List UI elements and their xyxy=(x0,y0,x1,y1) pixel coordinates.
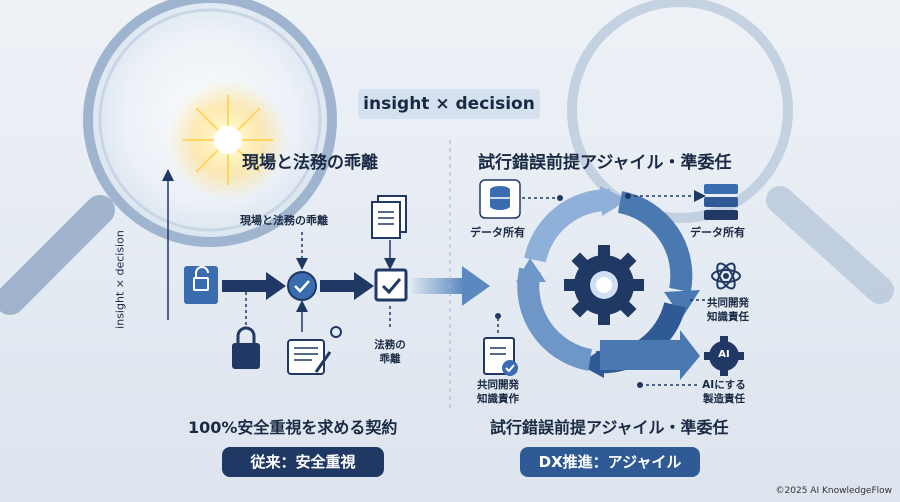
lock-icon xyxy=(232,326,260,369)
transition-arrow xyxy=(412,266,490,306)
sun-icon xyxy=(168,80,288,200)
right-bottom-heading: 試行錯誤前提アジャイル・準委任 xyxy=(490,418,729,437)
flow-arrow-1 xyxy=(222,272,286,300)
left-sub-label: 現場と法務の乖離 xyxy=(240,214,328,227)
left-doc-label-line2: 乖離 xyxy=(379,353,401,365)
gear-icon xyxy=(564,245,644,325)
ai-label-line2: 製造責任 xyxy=(703,393,745,405)
copyright-footer: ©2025 AI KnowledgeFlow xyxy=(775,486,892,496)
flow-arrow-2 xyxy=(320,272,374,300)
collab-right-label: 共同開発 知識責任 xyxy=(698,296,758,324)
left-bottom-heading: 100%安全重視を求める契約 xyxy=(188,418,398,437)
data-owner-left-label: データ所有 xyxy=(470,226,525,239)
collab-right-line1: 共同開発 xyxy=(707,297,749,309)
ai-gear-icon xyxy=(704,336,744,376)
left-doc-label-line1: 法務の xyxy=(374,339,406,351)
right-heading: 試行錯誤前提アジャイル・準委任 xyxy=(478,153,732,173)
left-doc-label: 法務の 乖離 xyxy=(370,338,410,366)
vertical-axis-label: insight × decision xyxy=(113,230,127,329)
ai-badge-text: AI xyxy=(718,349,730,360)
ai-responsibility-label: AIにする 製造責任 xyxy=(694,378,754,406)
data-owner-right-label: データ所有 xyxy=(690,226,745,239)
collab-left-line2: 知識責作 xyxy=(477,393,519,405)
checkbox-icon xyxy=(374,268,408,302)
left-heading: 現場と法務の乖離 xyxy=(242,153,378,173)
contract-scroll-icon xyxy=(287,326,342,375)
collab-right-line2: 知識責任 xyxy=(707,311,749,323)
atom-icon xyxy=(711,262,741,290)
collab-left-line1: 共同開発 xyxy=(477,379,519,391)
collab-left-label: 共同開発 知識責作 xyxy=(468,378,528,406)
left-pill-badge: 従来：安全重視 xyxy=(222,447,384,477)
agile-cycle-icon xyxy=(516,186,700,380)
document-check-icon xyxy=(483,337,518,376)
server-icon xyxy=(704,184,738,220)
unlock-icon xyxy=(184,266,218,304)
documents-icon xyxy=(371,195,407,239)
right-pill-badge: DX推進：アジャイル xyxy=(520,447,700,477)
banner-title: insight × decision xyxy=(358,89,540,119)
ai-label-line1: AIにする xyxy=(702,379,746,391)
magnifier-right-icon xyxy=(567,0,894,304)
check-circle-icon xyxy=(287,271,317,301)
database-left-icon xyxy=(479,179,521,219)
